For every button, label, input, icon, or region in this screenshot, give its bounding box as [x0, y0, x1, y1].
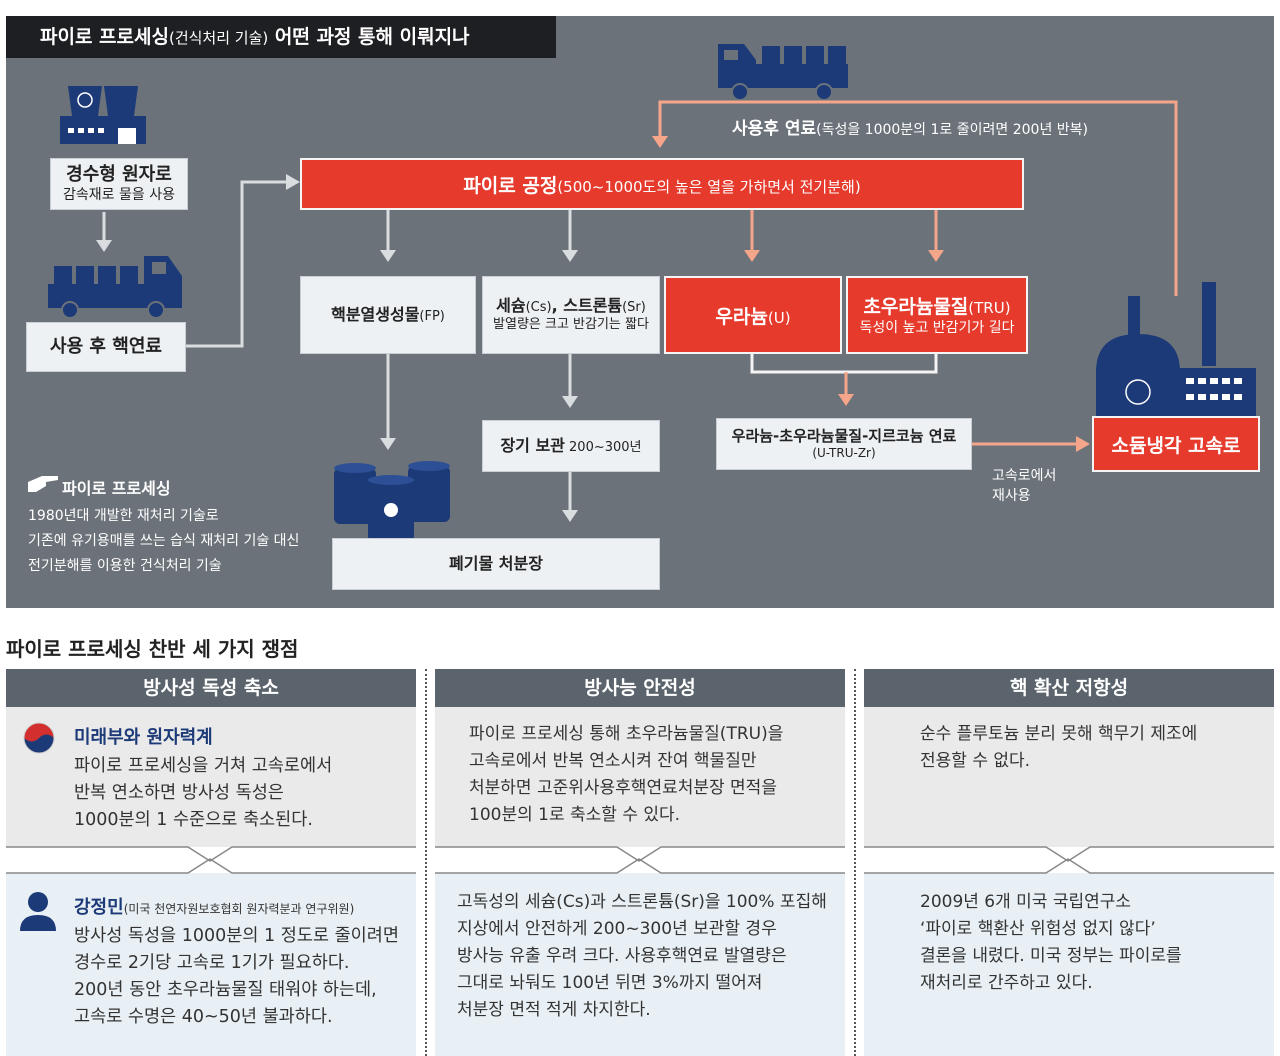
- column-separator: [425, 669, 427, 1056]
- bottom-statement: 2009년 6개 미국 국립연구소 ‘파이로 핵환산 위험성 없지 않다’ 결론…: [920, 892, 1182, 993]
- light-water-reactor-box: 경수형 원자로 감속재로 물을 사용: [50, 158, 188, 210]
- diagram-graphics: [28, 44, 1256, 542]
- top-statement: 파이로 프로세싱 통해 초우라늄물질(TRU)을 고속로에서 반복 연소시켜 잔…: [469, 724, 784, 825]
- waste-disposal-box: 폐기물 처분장: [332, 538, 660, 590]
- issue-column-proliferation: 핵 확산 저항성 순수 플루토늄 분리 못해 핵무기 제조에 전용할 수 없다.…: [864, 669, 1274, 1056]
- arrow-reactor-to-truck: [96, 212, 112, 252]
- column-separator: [854, 669, 856, 1056]
- process-diagram: 파이로 프로세싱(건식처리 기술) 어떤 과정 통해 이뤄지나 경수형 원자로 …: [6, 16, 1274, 608]
- truck-icon-left: [48, 256, 182, 319]
- bottom-speaker: 강정민(미국 천연자원보호협회 원자력분과 연구위원): [74, 897, 355, 918]
- long-term-storage-box: 장기 보관 200~300년: [482, 420, 660, 472]
- sfr-label-box: 소듐냉각 고속로: [1092, 416, 1260, 472]
- uranium-box: 우라늄(U): [664, 276, 842, 354]
- arrow-pyro-to-fp: [380, 210, 396, 262]
- column-bottom-panel: [864, 873, 1274, 1056]
- arrow-pyro-to-tru: [928, 210, 944, 262]
- arrow-cs-to-storage: [562, 354, 578, 408]
- column-bottom-panel: [435, 873, 845, 1056]
- column-header: 방사능 안전성: [435, 669, 845, 707]
- waste-barrels-icon: [334, 461, 450, 542]
- truck-icon-top: [718, 44, 848, 101]
- bottom-statement: 방사성 독성을 1000분의 1 정도로 줄이려면 경수로 2기당 고속로 1기…: [74, 926, 399, 1027]
- transuranic-box: 초우라늄물질(TRU) 독성이 높고 반감기가 길다: [846, 276, 1028, 354]
- government-emblem-icon: [23, 722, 55, 754]
- section-title: 파이로 프로세싱 찬반 세 가지 쟁점: [6, 637, 299, 661]
- sodium-fast-reactor-icon: [1096, 282, 1256, 416]
- top-statement: 파이로 프로세싱을 거쳐 고속로에서 반복 연소하면 방사성 독성은 1000분…: [74, 756, 333, 830]
- u-tru-zr-fuel-box: 우라늄-초우라늄물질-지르코늄 연료 (U-TRU-Zr): [716, 418, 972, 470]
- pointing-hand-icon: [28, 476, 58, 492]
- chevron-divider: [864, 846, 1274, 874]
- column-top-panel: [6, 707, 416, 847]
- column-header: 방사성 독성 축소: [6, 669, 416, 707]
- spent-fuel-box: 사용 후 핵연료: [26, 322, 186, 372]
- cesium-strontium-box: 세슘(Cs), 스트론튬(Sr) 발열량은 크고 반감기는 짧다: [482, 276, 660, 354]
- pyro-process-box: 파이로 공정(500~1000도의 높은 열을 가하면서 전기분해): [300, 158, 1024, 210]
- used-fuel-label: 사용후 연료(독성을 1000분의 1로 줄이려면 200년 반복): [732, 119, 1088, 139]
- arrow-used-fuel-loop: [652, 100, 1178, 296]
- chevron-divider: [6, 846, 416, 874]
- bottom-statement: 고독성의 세슘(Cs)과 스트론튬(Sr)을 100% 포집해 지상에서 안전하…: [457, 892, 827, 1020]
- arrow-u-tru-to-fuel: [750, 354, 938, 406]
- pyro-note-text: 1980년대 개발한 재처리 기술로 기존에 유기용매를 쓰는 습식 재처리 기…: [28, 508, 300, 574]
- fission-products-box: 핵분열생성물(FP): [300, 276, 476, 354]
- chevron-divider: [435, 846, 845, 874]
- reuse-label: 고속로에서 재사용: [992, 468, 1057, 504]
- arrow-pyro-to-cs: [562, 210, 578, 262]
- arrow-fp-to-barrels: [380, 354, 396, 450]
- arrow-fuel-to-sfr: [972, 436, 1090, 452]
- nuclear-plant-icon: [60, 86, 146, 144]
- issue-column-toxicity: 방사성 독성 축소 미래부와 원자력계 파이로 프로세싱을 거쳐 고속로에서 반…: [6, 669, 416, 1056]
- issue-column-safety: 방사능 안전성 파이로 프로세싱 통해 초우라늄물질(TRU)을 고속로에서 반…: [435, 669, 845, 1056]
- column-top-panel: [864, 707, 1274, 847]
- top-speaker: 미래부와 원자력계: [74, 727, 213, 748]
- arrow-pyro-to-u: [744, 210, 760, 262]
- top-statement: 순수 플루토늄 분리 못해 핵무기 제조에 전용할 수 없다.: [920, 724, 1198, 771]
- pyro-note-heading: 파이로 프로세싱: [62, 479, 171, 498]
- column-bottom-panel: [6, 873, 416, 1056]
- diagram-title: 파이로 프로세싱(건식처리 기술) 어떤 과정 통해 이뤄지나: [6, 16, 556, 58]
- person-avatar-icon: [20, 892, 56, 931]
- column-header: 핵 확산 저항성: [864, 669, 1274, 707]
- arrow-storage-to-waste: [562, 472, 578, 522]
- column-top-panel: [435, 707, 845, 847]
- arrow-spent-fuel-to-pyro: [186, 174, 300, 348]
